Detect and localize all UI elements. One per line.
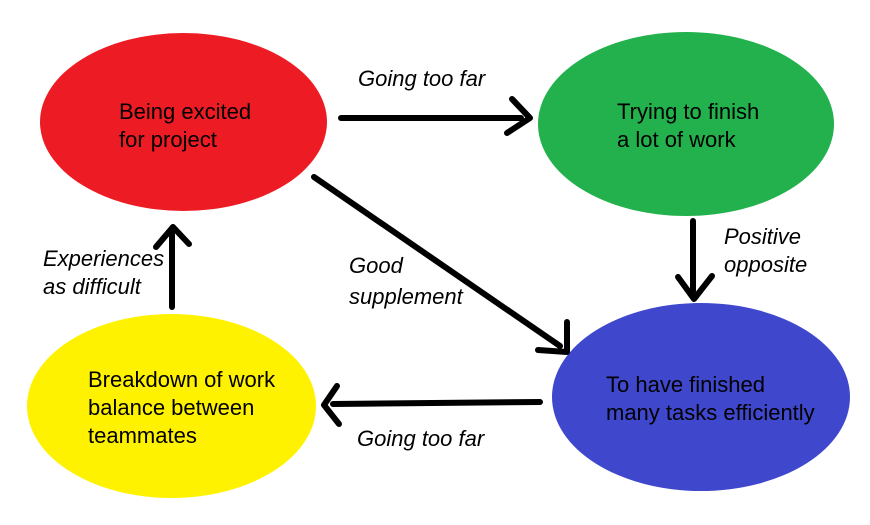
- arrow-blue-to-yellow: [321, 383, 543, 427]
- edge-label-going-too-far-top: Going too far: [358, 65, 485, 93]
- arrow-head: [321, 383, 342, 427]
- node-text-line: balance between: [88, 395, 255, 420]
- arrow-green-to-blue: [675, 218, 715, 302]
- edge-label-line: Good: [349, 253, 403, 278]
- arrow-yellow-to-red: [153, 224, 192, 310]
- node-text-line: Being excited: [119, 99, 252, 124]
- edge-label-line: opposite: [724, 252, 808, 277]
- node-text-line: a lot of work: [617, 127, 736, 152]
- edge-label-line: Experiences: [43, 246, 165, 271]
- node-text-line: teammates: [88, 423, 197, 448]
- node-text-line: Trying to finish: [617, 99, 760, 124]
- node-text-line: Breakdown of work: [88, 367, 276, 392]
- node-trying-to-finish: [538, 32, 834, 216]
- arrow-head: [675, 273, 715, 302]
- arrow-head: [153, 224, 192, 250]
- arrow-red-to-green: [338, 96, 533, 136]
- arrow-shaft: [311, 174, 563, 349]
- node-text-line: many tasks efficiently: [606, 400, 815, 425]
- node-being-excited: [40, 33, 327, 211]
- edge-label-experiences-as-difficult: Experiences as difficult: [43, 245, 164, 301]
- node-label-trying-to-finish: Trying to finish a lot of work: [617, 98, 759, 154]
- edge-label-good-supplement: Good supplement: [349, 250, 463, 312]
- edge-label-line: supplement: [349, 284, 463, 309]
- node-text-line: for project: [119, 127, 217, 152]
- node-label-breakdown-of-work: Breakdown of work balance between teamma…: [88, 366, 275, 450]
- edge-label-line: as difficult: [43, 274, 141, 299]
- node-breakdown-of-work: [27, 314, 316, 498]
- edge-label-line: Going too far: [357, 426, 485, 451]
- arrow-head: [535, 319, 570, 355]
- edge-label-positive-opposite: Positive opposite: [724, 223, 807, 279]
- node-text-line: To have finished: [606, 372, 765, 397]
- edge-label-line: Going too far: [358, 66, 486, 91]
- edge-label-going-too-far-bottom: Going too far: [357, 425, 484, 453]
- edge-label-line: Positive: [724, 224, 802, 249]
- node-label-finished-many-tasks: To have finished many tasks efficiently: [606, 371, 815, 427]
- node-finished-many-tasks: [552, 303, 850, 491]
- arrow-red-to-blue: [311, 174, 570, 355]
- arrow-head: [504, 96, 533, 136]
- node-label-being-excited: Being excited for project: [119, 98, 251, 154]
- arrow-shaft: [330, 399, 543, 407]
